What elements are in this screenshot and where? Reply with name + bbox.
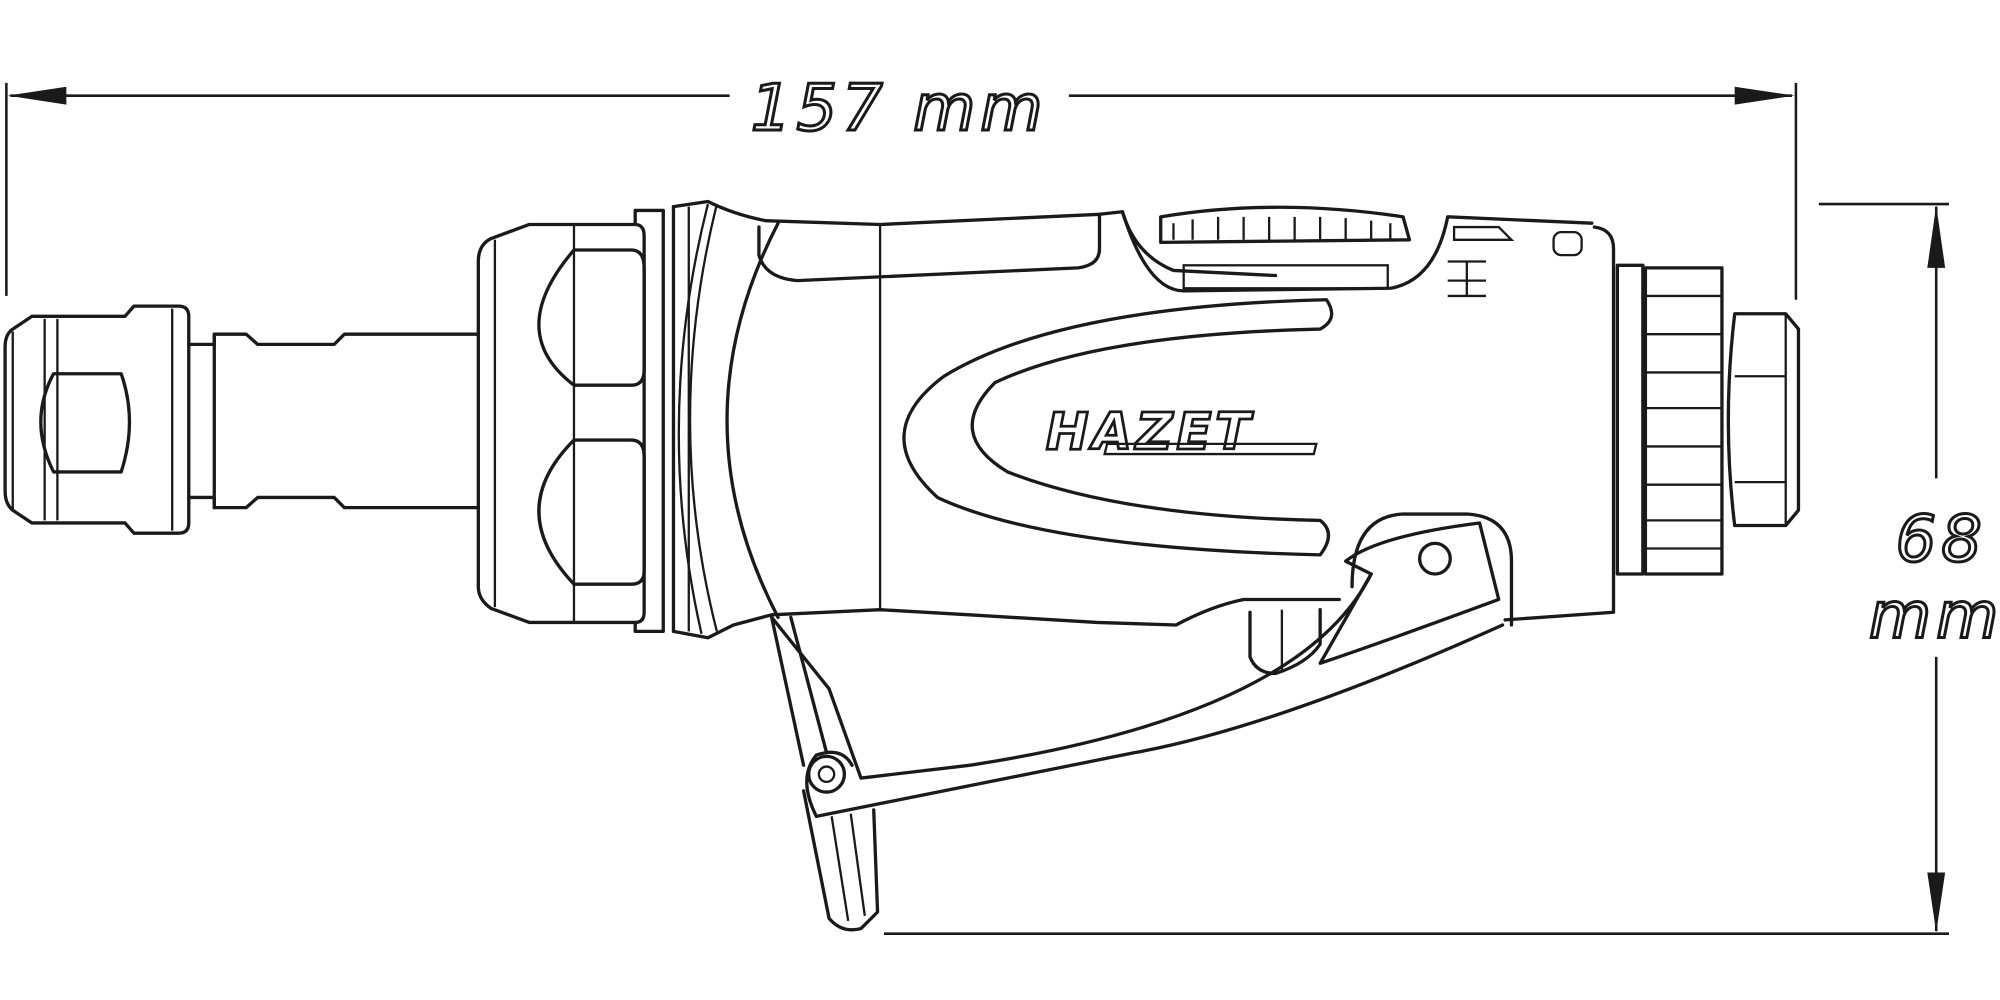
left-arrowhead xyxy=(7,86,67,105)
air-inlet-fitting xyxy=(1615,263,1801,576)
speed-regulator xyxy=(1120,205,1594,298)
motor-housing xyxy=(671,199,1616,640)
top-arrowhead xyxy=(1927,205,1946,268)
hazet-logo: HAZET xyxy=(1045,402,1318,463)
height-dimension: 68 mm xyxy=(883,202,2000,935)
front-nut xyxy=(476,208,665,634)
bottom-arrowhead xyxy=(1927,872,1946,933)
spindle-shaft xyxy=(187,332,480,510)
height-value: 68 xyxy=(1896,503,1987,577)
collet xyxy=(3,304,191,535)
length-dimension: 157 mm xyxy=(5,71,1798,300)
height-unit: mm xyxy=(1869,580,2000,654)
right-arrowhead xyxy=(1734,86,1795,105)
trigger-lever xyxy=(770,512,1514,932)
length-label: 157 mm xyxy=(751,72,1048,146)
brand-logo-text: HAZET xyxy=(1046,403,1254,462)
